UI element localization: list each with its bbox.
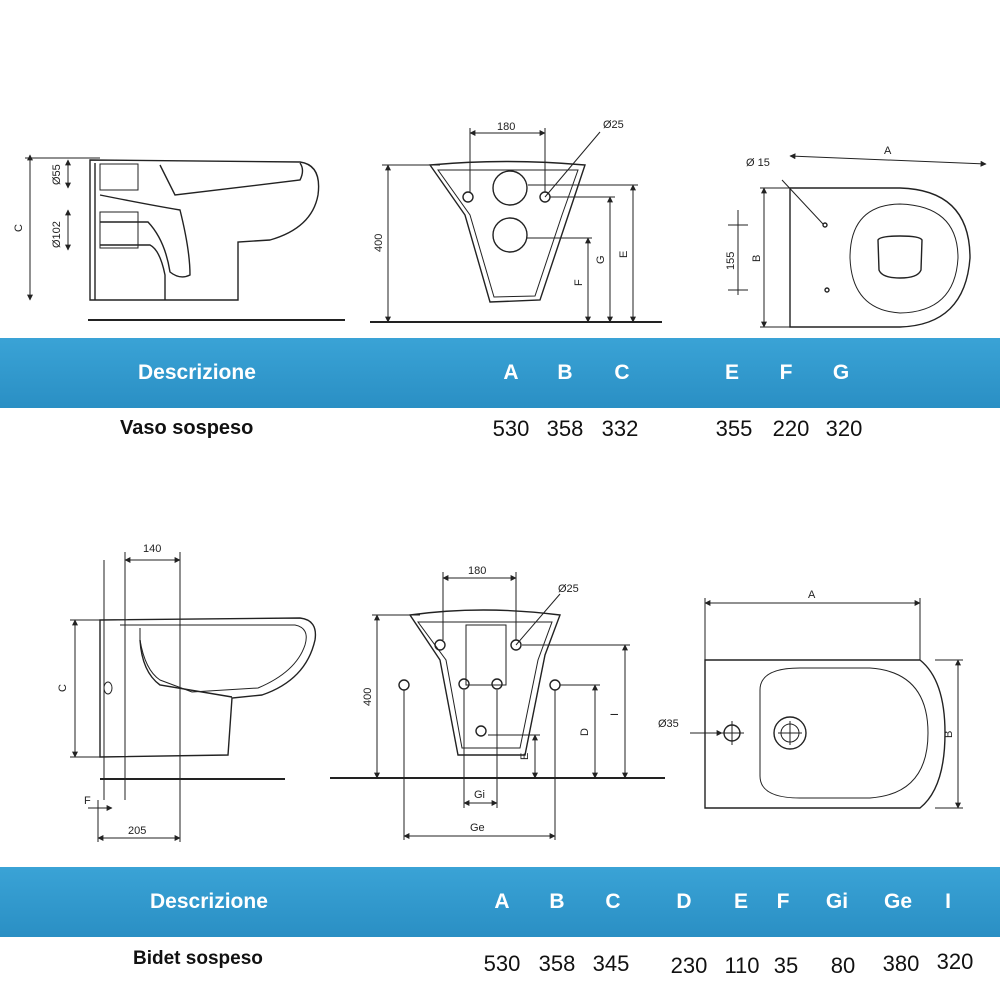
label-gi: Gi <box>474 789 485 801</box>
value-cell: 332 <box>601 416 639 441</box>
value-cell: 358 <box>538 951 576 976</box>
label-e: E <box>618 251 630 258</box>
value-cell: 220 <box>772 416 810 441</box>
row-title-bidet: Bidet sospeso <box>133 948 263 969</box>
label-b: B <box>751 255 763 262</box>
label-e-bidet: E <box>519 753 531 760</box>
header-col: E <box>733 890 748 913</box>
header-col: Gi <box>825 890 849 913</box>
header-col: B <box>557 361 573 384</box>
label-400-bidet: 400 <box>362 688 374 706</box>
label-ge: Ge <box>470 822 485 834</box>
header-desc: Descrizione <box>138 361 256 384</box>
header-col: I <box>945 890 951 913</box>
value-cell: 530 <box>492 416 530 441</box>
bidet-plan-view <box>690 598 963 809</box>
label-f: F <box>573 279 585 286</box>
label-c: C <box>13 224 25 232</box>
value-cell: 355 <box>715 416 753 441</box>
header-col: E <box>724 361 739 384</box>
header-col: B <box>549 890 565 913</box>
wc-side-view <box>25 154 345 321</box>
header-band-wc: Descrizione A B C E F G <box>0 338 1000 408</box>
label-g: G <box>595 255 607 264</box>
row-title-wc: Vaso sospeso <box>120 417 254 439</box>
label-155: 155 <box>725 252 737 270</box>
label-400: 400 <box>373 234 385 252</box>
label-d55: Ø55 <box>51 164 63 185</box>
value-cell: 345 <box>592 951 630 976</box>
wc-front-view <box>370 128 662 323</box>
wc-plan-view <box>728 153 987 328</box>
label-140: 140 <box>143 543 161 555</box>
header-col: G <box>832 361 850 384</box>
value-cell: 35 <box>773 953 799 978</box>
value-cell: 80 <box>830 953 856 978</box>
header-col: A <box>494 890 510 913</box>
label-d15: Ø 15 <box>746 157 770 169</box>
value-cell: 530 <box>483 951 521 976</box>
value-cell: 230 <box>670 953 708 978</box>
label-c-bidet: C <box>57 684 69 692</box>
label-d102: Ø102 <box>51 221 63 248</box>
value-cell: 380 <box>882 951 920 976</box>
header-desc: Descrizione <box>150 890 268 913</box>
label-d-bidet: D <box>579 728 591 736</box>
bidet-front-view <box>330 572 665 840</box>
label-b-bidet: B <box>943 731 955 738</box>
bidet-side-view <box>70 552 317 842</box>
label-f-bidet: F <box>84 795 91 807</box>
header-col: F <box>776 890 790 913</box>
label-d25-bidet: Ø25 <box>558 583 579 595</box>
header-band-bidet: Descrizione A B C D E F Gi Ge I <box>0 867 1000 937</box>
label-d35: Ø35 <box>658 718 679 730</box>
header-col: C <box>614 361 630 384</box>
header-col: D <box>676 890 692 913</box>
header-col: F <box>779 361 793 384</box>
label-a: A <box>884 145 892 157</box>
header-col: A <box>503 361 519 384</box>
label-a-bidet: A <box>808 589 816 601</box>
value-cell: 358 <box>546 416 584 441</box>
header-col: Ge <box>883 890 912 913</box>
label-180: 180 <box>497 121 515 133</box>
header-col: C <box>605 890 621 913</box>
value-cell: 110 <box>724 953 760 978</box>
value-cell: 320 <box>825 416 863 441</box>
label-i-bidet: I <box>609 713 621 716</box>
label-205: 205 <box>128 825 146 837</box>
label-d25: Ø25 <box>603 119 624 131</box>
label-180-bidet: 180 <box>468 565 486 577</box>
value-cell: 320 <box>936 949 974 974</box>
